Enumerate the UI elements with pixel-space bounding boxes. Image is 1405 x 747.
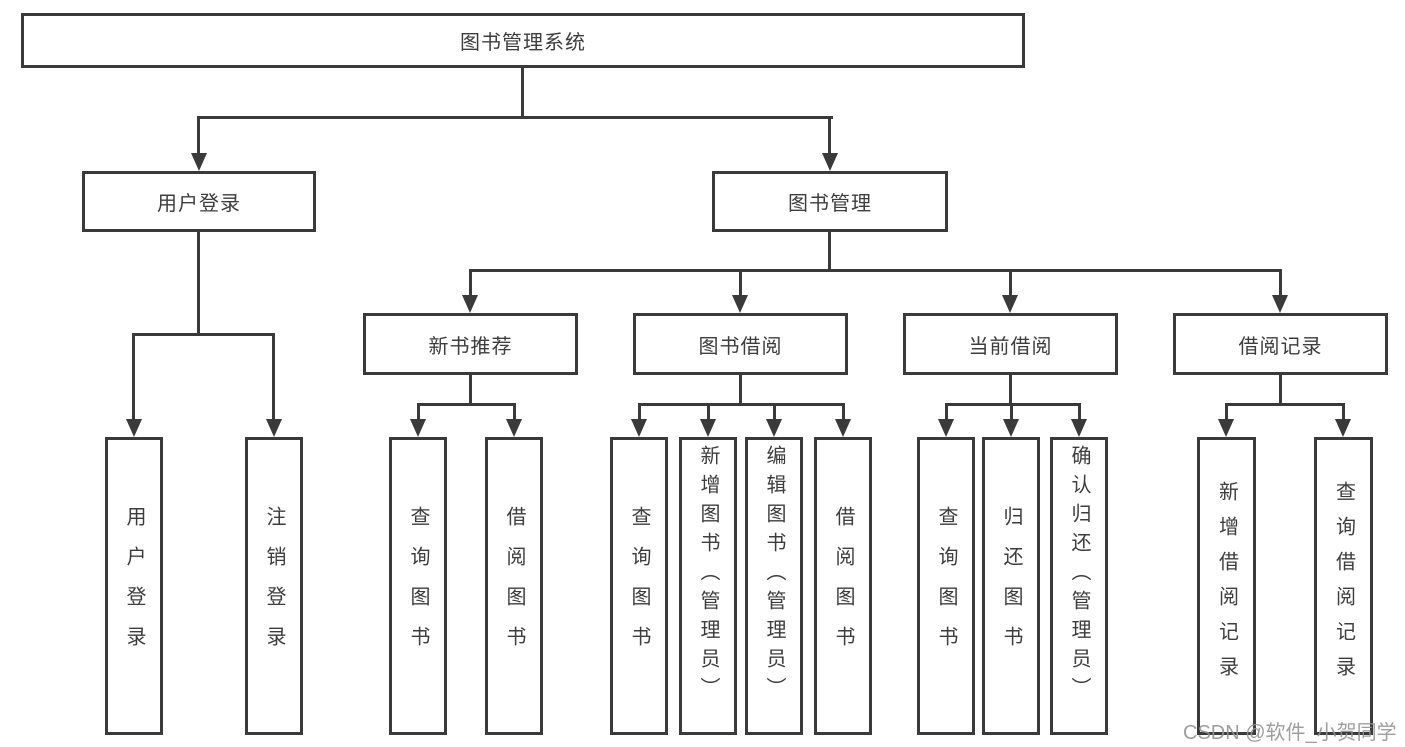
node-label: 图书管理系统 xyxy=(460,32,586,54)
node-label: 查询图书 xyxy=(935,506,957,666)
node-label: 图书管理 xyxy=(788,193,872,215)
node-label: 用户登录 xyxy=(157,193,241,215)
connector-line xyxy=(417,403,516,406)
node-label: 借阅记录 xyxy=(1238,335,1323,358)
node-label: 图书借阅 xyxy=(698,335,783,358)
leaf-bb-edit-book-admin: 编辑图书（管理员） xyxy=(745,437,803,735)
connector-line xyxy=(773,403,776,421)
leaf-bb-add-book-admin: 新增图书（管理员） xyxy=(679,437,737,735)
connector-line xyxy=(197,232,200,336)
connector-line xyxy=(132,333,135,421)
node-label: 用户登录 xyxy=(123,506,145,666)
node-label: 查询图书 xyxy=(407,506,429,666)
arrow-down-icon xyxy=(732,295,748,313)
connector-line xyxy=(1279,375,1282,406)
arrow-down-icon xyxy=(1003,419,1019,437)
node-label: 查询图书 xyxy=(628,506,650,666)
arrow-down-icon xyxy=(1071,419,1087,437)
node-label: 新增借阅记录 xyxy=(1215,481,1238,691)
leaf-logout: 注销登录 xyxy=(245,437,303,735)
connector-line xyxy=(1009,269,1012,297)
connector-line xyxy=(1078,403,1081,421)
node-label: 新增图书（管理员） xyxy=(697,445,719,706)
connector-line xyxy=(469,375,472,406)
node-library-management-system: 图书管理系统 xyxy=(21,13,1025,68)
node-user-login: 用户登录 xyxy=(82,171,316,232)
csdn-watermark: CSDN @软件_小贺同学 xyxy=(1183,722,1397,744)
leaf-nbr-borrow-book: 借阅图书 xyxy=(485,437,543,735)
node-current-borrow: 当前借阅 xyxy=(903,313,1118,375)
node-borrow-record: 借阅记录 xyxy=(1173,313,1388,375)
connector-line xyxy=(1279,269,1282,297)
connector-line xyxy=(739,375,742,406)
connector-line xyxy=(469,269,472,297)
arrow-down-icon xyxy=(1002,295,1018,313)
connector-line xyxy=(417,403,420,421)
arrow-down-icon xyxy=(410,419,426,437)
connector-line xyxy=(197,116,833,119)
arrow-down-icon xyxy=(191,153,207,171)
connector-line xyxy=(197,116,200,155)
arrow-down-icon xyxy=(938,419,954,437)
leaf-br-query-record: 查询借阅记录 xyxy=(1314,437,1373,735)
node-label: 确认归还（管理员） xyxy=(1068,445,1090,706)
connector-line xyxy=(828,116,831,155)
connector-line xyxy=(132,333,275,336)
arrow-down-icon xyxy=(266,419,282,437)
leaf-bb-query-book: 查询图书 xyxy=(610,437,668,735)
connector-line xyxy=(945,403,948,421)
arrow-down-icon xyxy=(506,419,522,437)
node-label: 新书推荐 xyxy=(428,335,513,358)
arrow-down-icon xyxy=(631,419,647,437)
node-label: 编辑图书（管理员） xyxy=(763,445,785,706)
arrow-down-icon xyxy=(835,419,851,437)
node-new-book-recommend: 新书推荐 xyxy=(363,313,578,375)
connector-line xyxy=(272,333,275,421)
node-book-borrow: 图书借阅 xyxy=(633,313,848,375)
node-label: 归还图书 xyxy=(1000,506,1022,666)
connector-line xyxy=(828,232,831,272)
connector-line xyxy=(1009,375,1012,406)
arrow-down-icon xyxy=(462,295,478,313)
node-book-management: 图书管理 xyxy=(712,171,948,232)
connector-line xyxy=(638,403,845,406)
connector-line xyxy=(1225,403,1228,421)
connector-line xyxy=(1010,403,1013,421)
arrow-down-icon xyxy=(1272,295,1288,313)
connector-line xyxy=(469,269,1282,272)
connector-line xyxy=(739,269,742,297)
node-label: 借阅图书 xyxy=(503,506,525,666)
leaf-cb-query-book: 查询图书 xyxy=(917,437,975,735)
connector-line xyxy=(521,68,524,118)
node-label: 注销登录 xyxy=(263,506,285,666)
arrow-down-icon xyxy=(700,419,716,437)
node-label: 查询借阅记录 xyxy=(1332,481,1355,691)
arrow-down-icon xyxy=(126,419,142,437)
arrow-down-icon xyxy=(822,153,838,171)
leaf-br-add-record: 新增借阅记录 xyxy=(1197,437,1256,735)
arrow-down-icon xyxy=(1218,419,1234,437)
leaf-cb-confirm-return-admin: 确认归还（管理员） xyxy=(1050,437,1108,735)
connector-line xyxy=(638,403,641,421)
leaf-user-login: 用户登录 xyxy=(105,437,163,735)
node-label: 当前借阅 xyxy=(968,335,1053,358)
node-label: 借阅图书 xyxy=(832,506,854,666)
connector-line xyxy=(707,403,710,421)
connector-line xyxy=(842,403,845,421)
arrow-down-icon xyxy=(1335,419,1351,437)
connector-line xyxy=(513,403,516,421)
connector-line xyxy=(1342,403,1345,421)
arrow-down-icon xyxy=(766,419,782,437)
leaf-nbr-query-book: 查询图书 xyxy=(389,437,447,735)
leaf-bb-borrow-book: 借阅图书 xyxy=(814,437,872,735)
connector-line xyxy=(1225,403,1345,406)
leaf-cb-return-book: 归还图书 xyxy=(982,437,1040,735)
